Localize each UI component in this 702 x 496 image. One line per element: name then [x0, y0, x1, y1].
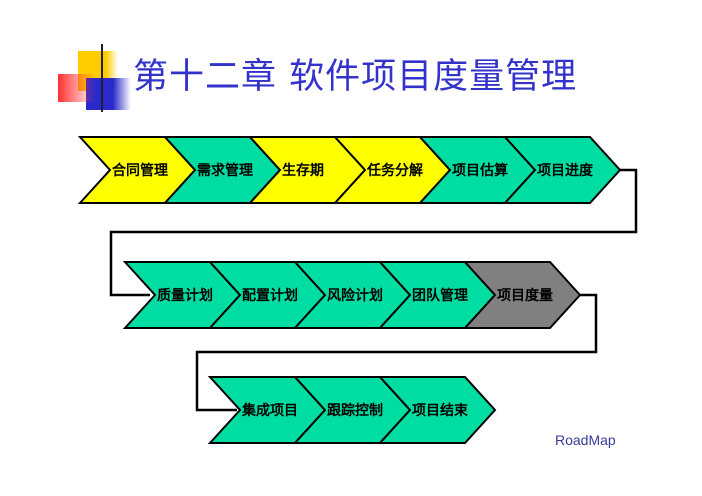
step-label: 团队管理: [412, 287, 468, 304]
step-label: 风险计划: [327, 287, 383, 304]
chevron-step: [377, 376, 497, 444]
step-label: 跟踪控制: [327, 402, 383, 419]
roadmap-flow: 合同管理需求管理生存期任务分解项目估算项目进度质量计划配置计划风险计划团队管理项…: [77, 136, 638, 444]
step-label: 生存期: [282, 162, 324, 179]
step-label: 项目结束: [412, 402, 469, 419]
step-label: 任务分解: [366, 162, 423, 179]
page-title: 第十二章 软件项目度量管理: [133, 57, 578, 97]
step-label: 配置计划: [242, 287, 298, 304]
step-label: 项目进度: [537, 162, 594, 179]
step-label: 质量计划: [157, 287, 213, 304]
chevron-step: [502, 136, 622, 204]
connector-line: [109, 168, 638, 297]
step-label: 集成项目: [241, 402, 298, 419]
connector-line: [195, 293, 598, 412]
step-label: 项目度量: [497, 287, 553, 304]
chevron-step: [462, 261, 582, 329]
roadmap-label: RoadMap: [555, 432, 616, 448]
step-label: 合同管理: [112, 162, 168, 179]
step-label: 项目估算: [452, 162, 508, 179]
step-label: 需求管理: [197, 162, 253, 179]
